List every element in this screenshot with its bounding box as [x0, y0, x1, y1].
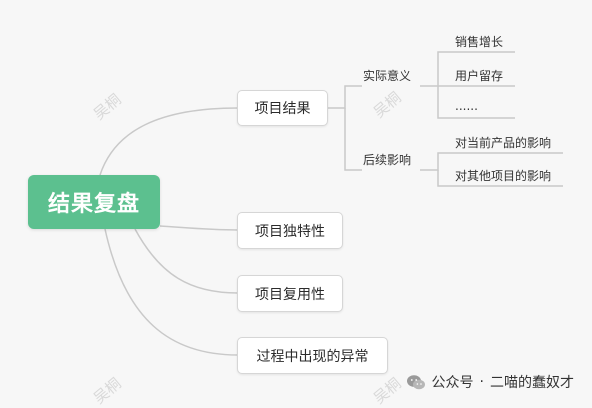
branch-project-uniqueness[interactable]: 项目独特性: [237, 212, 343, 249]
footer-dot: ·: [479, 374, 484, 390]
connector-impact-leaves: [420, 152, 563, 171]
connector-result-meaning: [328, 85, 362, 109]
connector-root-result: [99, 107, 239, 176]
branch-process-anomaly[interactable]: 过程中出现的异常: [237, 337, 388, 374]
branch-project-result[interactable]: 项目结果: [237, 90, 328, 126]
wechat-icon: [406, 374, 426, 391]
footer-prefix: 公众号: [431, 375, 474, 391]
connector-result-impact: [344, 108, 362, 171]
footer-account-name: 二喵的蠢奴才: [490, 375, 574, 391]
connector-meaning-leaves: [420, 51, 515, 87]
branch-project-reusability[interactable]: 项目复用性: [237, 275, 343, 312]
leaf-sales-growth[interactable]: 销售增长: [455, 35, 504, 49]
leaf-other-project-impact[interactable]: 对其他项目的影响: [455, 169, 552, 183]
footer-account: 公众号 · 二喵的蠢奴才: [406, 372, 574, 392]
connector-root-uniqueness: [159, 225, 239, 231]
sub-branch-follow-up-impact[interactable]: 后续影响: [363, 153, 412, 167]
leaf-current-product-impact[interactable]: 对当前产品的影响: [455, 136, 552, 150]
leaf-user-retention[interactable]: 用户留存: [455, 69, 504, 83]
connector-root-reusability: [134, 228, 239, 294]
sub-branch-actual-meaning[interactable]: 实际意义: [363, 69, 412, 83]
connector-root-anomaly: [104, 228, 239, 356]
leaf-ellipsis[interactable]: ......: [455, 99, 478, 113]
root-node[interactable]: 结果复盘: [28, 175, 160, 229]
